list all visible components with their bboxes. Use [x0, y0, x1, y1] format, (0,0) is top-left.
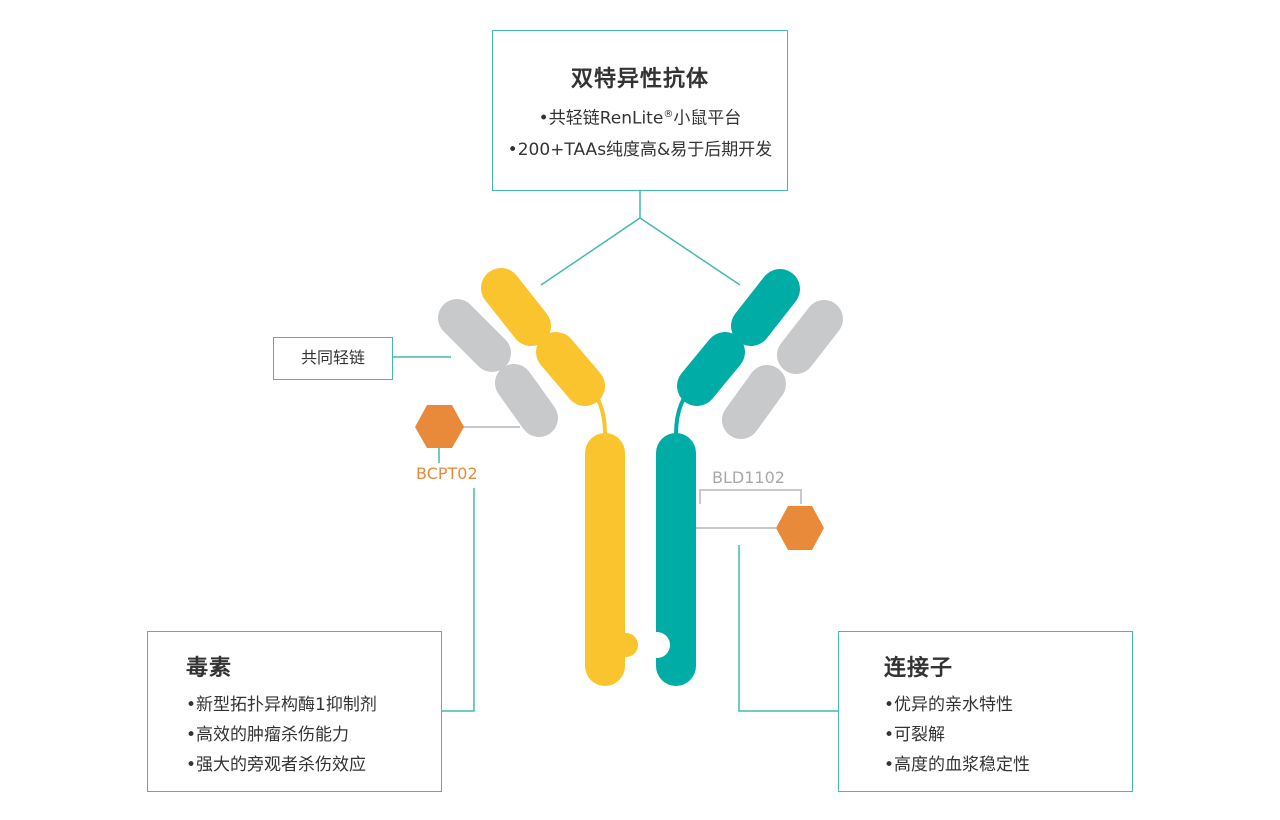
bispecific-feature-1: •共轻链RenLite®小鼠平台: [538, 108, 742, 129]
toxin-connector: [442, 488, 475, 712]
toxin-feature-2: •高效的肿瘤杀伤能力: [186, 725, 350, 745]
top-connector-right: [639, 217, 741, 286]
toxin-title: 毒素: [186, 656, 233, 681]
linker-feature-3: •高度的血浆稳定性: [884, 755, 1031, 775]
linker-connector: [738, 545, 838, 712]
linker-box: 连接子 •优异的亲水特性 •可裂解 •高度的血浆稳定性: [838, 631, 1133, 792]
linker-feature-1: •优异的亲水特性: [884, 695, 1014, 715]
teal-fab-lower: [677, 332, 745, 406]
teal-fab-upper: [731, 269, 800, 346]
right-payload-hexagon: [776, 506, 824, 550]
linker-feature-2: •可裂解: [884, 725, 946, 745]
left-light-chain-upper: [438, 299, 511, 372]
bispecific-antibody-box: 双特异性抗体 •共轻链RenLite®小鼠平台 •200+TAAs纯度高&易于后…: [492, 30, 788, 191]
linker-label: BLD1102: [712, 468, 785, 487]
common-light-chain-box: 共同轻链: [273, 337, 393, 380]
toxin-feature-1: •新型拓扑异构酶1抑制剂: [186, 695, 377, 715]
light-chains: [438, 299, 843, 439]
right-light-chain-upper: [777, 300, 843, 374]
teal-heavy-chain: [644, 269, 800, 686]
toxin-feature-3: •强大的旁观者杀伤效应: [186, 755, 367, 775]
payload-label: BCPT02: [416, 464, 478, 483]
left-light-chain-lower: [495, 364, 558, 437]
connector-lines: [393, 191, 838, 712]
bispecific-antibody-title: 双特异性抗体: [570, 67, 709, 92]
top-connector-left: [540, 217, 641, 286]
linker-title: 连接子: [884, 656, 954, 681]
yellow-fab-upper: [481, 268, 551, 346]
right-light-chain-lower: [722, 365, 786, 439]
bispecific-feature-2: •200+TAAs纯度高&易于后期开发: [507, 139, 773, 160]
yellow-heavy-chain: [481, 268, 638, 686]
left-payload-hexagon: [415, 405, 464, 448]
yellow-fab-lower: [536, 332, 605, 406]
yellow-knob: [614, 633, 638, 657]
linker-bracket: [699, 489, 802, 504]
teal-hole: [644, 632, 670, 658]
toxin-box: 毒素 •新型拓扑异构酶1抑制剂 •高效的肿瘤杀伤能力 •强大的旁观者杀伤效应: [147, 631, 442, 792]
